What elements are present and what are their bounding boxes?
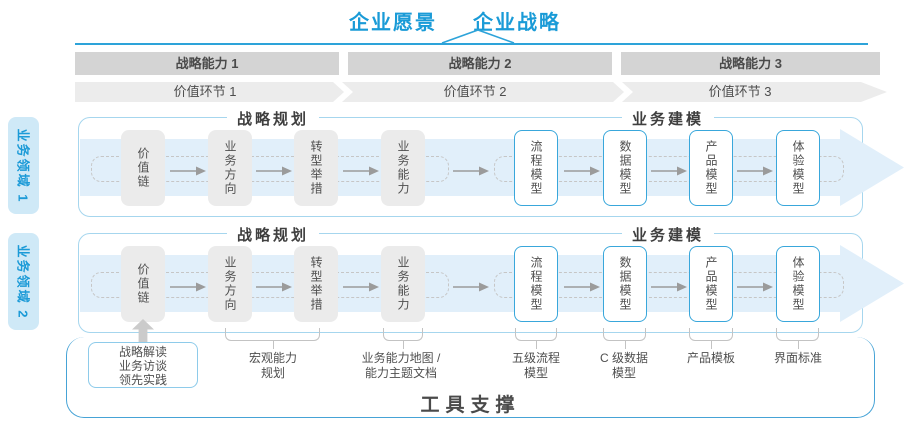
- flow-step-arrow-icon: [737, 279, 773, 292]
- node-label: 业务能力: [396, 140, 410, 196]
- practice-methods-box: 战略解读 业务访谈 领先实践: [88, 342, 198, 388]
- node-label: 业务方向: [223, 256, 237, 312]
- dashed-pipeline-planning: [91, 272, 449, 298]
- node-label: 业务方向: [223, 140, 237, 196]
- tool-support-container: [66, 337, 875, 418]
- flow-step-arrow-icon: [651, 163, 687, 176]
- node-label: 价值链: [136, 263, 150, 305]
- plan-node-价值链: 价值链: [121, 130, 165, 206]
- plan-node-业务方向: 业务方向: [208, 246, 252, 322]
- flow-step-arrow-icon: [170, 163, 206, 176]
- value-link-2: 价值环节 2: [443, 84, 507, 99]
- capability-band-1: 战略能力 1: [75, 52, 339, 75]
- model-node-流程模型: 流程模型: [514, 246, 558, 322]
- model-node-体验模型: 体验模型: [776, 130, 820, 206]
- plan-node-业务能力: 业务能力: [381, 130, 425, 206]
- node-label: 价值链: [136, 147, 150, 189]
- model-node-体验模型: 体验模型: [776, 246, 820, 322]
- tool-annotation-label: 业务能力地图 / 能力主题文档: [361, 351, 441, 380]
- model-node-产品模型: 产品模型: [689, 246, 733, 322]
- model-node-数据模型: 数据模型: [603, 246, 647, 322]
- dashed-pipeline-planning: [91, 156, 449, 182]
- node-label: 产品模型: [704, 140, 718, 196]
- sidebar-domain-1-label: 业务领域 1: [15, 128, 30, 203]
- bracket-stem: [797, 340, 799, 349]
- flow-row-domain-2: 战略规划 业务建模价值链 业务方向 转型举措 业务能力 流程模型 数据模型 产品模型 体验模型: [78, 224, 904, 333]
- plan-node-业务能力: 业务能力: [381, 246, 425, 322]
- sidebar-domain-2: 业务领域 2: [8, 233, 39, 330]
- section-title-strategic-planning: 战略规划: [226, 108, 320, 129]
- bracket-stem: [624, 340, 626, 349]
- tool-annotation-label: 产品模板: [686, 351, 736, 365]
- sidebar-domain-2-label: 业务领域 2: [15, 244, 30, 319]
- capability-band-2: 战略能力 2: [348, 52, 612, 75]
- node-label: 数据模型: [618, 256, 632, 312]
- model-node-产品模型: 产品模型: [689, 130, 733, 206]
- node-label: 流程模型: [529, 256, 543, 312]
- strategy-title: 企业战略: [473, 12, 561, 34]
- flow-step-arrow-icon: [737, 163, 773, 176]
- practice-line-2: 业务访谈: [118, 359, 167, 373]
- flow-step-arrow-icon: [343, 163, 379, 176]
- flow-row-domain-1: 战略规划 业务建模价值链 业务方向 转型举措 业务能力 流程模型 数据模型 产品模型 体验模型: [78, 108, 904, 217]
- node-label: 体验模型: [791, 256, 805, 312]
- node-label: 流程模型: [529, 140, 543, 196]
- tool-annotation-label: 宏观能力 规划: [248, 351, 298, 380]
- flow-step-arrow-icon: [564, 163, 600, 176]
- tool-annotation-label: C 级数据 模型: [599, 351, 649, 380]
- value-chain-strip: [75, 82, 887, 102]
- capability-band-3: 战略能力 3: [621, 52, 880, 75]
- model-node-数据模型: 数据模型: [603, 130, 647, 206]
- flow-step-arrow-icon: [256, 279, 292, 292]
- bracket-stem: [711, 340, 713, 349]
- diagram-title: 企业愿景 企业战略: [0, 6, 910, 35]
- node-label: 产品模型: [704, 256, 718, 312]
- flow-step-arrow-icon: [453, 279, 489, 292]
- practice-line-3: 领先实践: [118, 373, 167, 387]
- flow-step-arrow-icon: [170, 279, 206, 292]
- vision-underline: [75, 43, 868, 45]
- flow-arrow-tip-icon: [840, 245, 904, 322]
- node-label: 转型举措: [309, 256, 323, 312]
- bracket-stem: [536, 340, 538, 349]
- sidebar-domain-1: 业务领域 1: [8, 117, 39, 214]
- vision-title: 企业愿景: [349, 12, 437, 34]
- flow-step-arrow-icon: [453, 163, 489, 176]
- caret-up-icon: [441, 29, 515, 44]
- model-node-流程模型: 流程模型: [514, 130, 558, 206]
- node-label: 转型举措: [309, 140, 323, 196]
- value-link-1: 价值环节 1: [173, 84, 237, 99]
- dashed-pipeline-modeling: [494, 272, 844, 298]
- flow-step-arrow-icon: [343, 279, 379, 292]
- flow-arrow-tip-icon: [840, 129, 904, 206]
- plan-node-业务方向: 业务方向: [208, 130, 252, 206]
- dashed-pipeline-modeling: [494, 156, 844, 182]
- flow-step-arrow-icon: [651, 279, 687, 292]
- node-label: 体验模型: [791, 140, 805, 196]
- bracket-stem: [272, 340, 274, 349]
- section-title-business-modeling: 业务建模: [621, 108, 715, 129]
- tool-annotation-label: 界面标准: [773, 351, 823, 365]
- bracket-stem: [403, 340, 405, 349]
- plan-node-转型举措: 转型举措: [294, 130, 338, 206]
- plan-node-价值链: 价值链: [121, 246, 165, 322]
- tool-support-label: 工具支撑: [420, 395, 521, 416]
- tool-annotation-label: 五级流程 模型: [511, 351, 561, 380]
- value-link-3: 价值环节 3: [708, 84, 772, 99]
- node-label: 业务能力: [396, 256, 410, 312]
- section-title-strategic-planning: 战略规划: [226, 224, 320, 245]
- flow-step-arrow-icon: [256, 163, 292, 176]
- flow-step-arrow-icon: [564, 279, 600, 292]
- node-label: 数据模型: [618, 140, 632, 196]
- plan-node-转型举措: 转型举措: [294, 246, 338, 322]
- practice-line-1: 战略解读: [118, 345, 167, 359]
- section-title-business-modeling: 业务建模: [621, 224, 715, 245]
